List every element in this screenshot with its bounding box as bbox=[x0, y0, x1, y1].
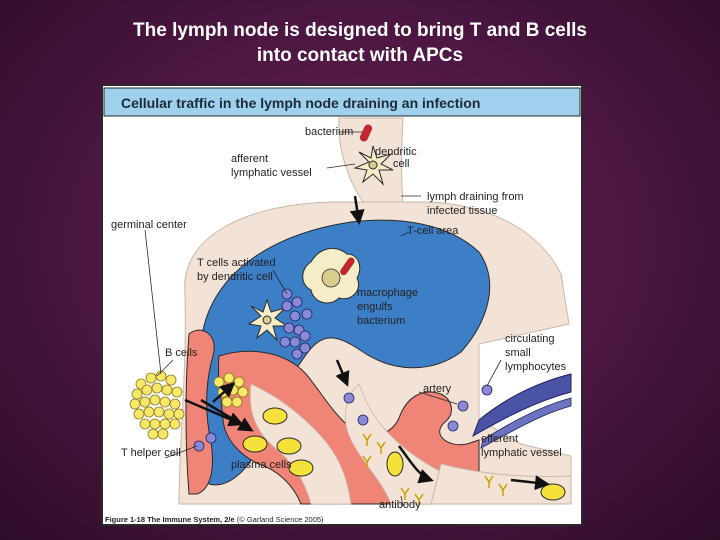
label-afferent-2: lymphatic vessel bbox=[231, 167, 312, 179]
figure-caption: Figure 1-18 The Immune System, 2/e (© Ga… bbox=[105, 515, 324, 524]
figure-caption-bold: Figure 1-18 The Immune System, 2/e bbox=[105, 515, 235, 524]
label-artery: artery bbox=[423, 383, 452, 395]
artery bbox=[472, 373, 572, 438]
lymph-node-figure: Cellular traffic in the lymph node drain… bbox=[101, 84, 583, 526]
label-t-cells-activated-1: T cells activated bbox=[197, 257, 276, 269]
label-antibody: antibody bbox=[379, 499, 421, 511]
efferent-lymphatic-vessel bbox=[430, 463, 572, 505]
label-dendritic-cell-1: dendritic bbox=[375, 146, 417, 158]
label-macrophage-3: bacterium bbox=[357, 315, 405, 327]
label-macrophage-1: macrophage bbox=[357, 287, 418, 299]
figure-title-bar bbox=[103, 87, 581, 117]
bacterium bbox=[359, 124, 373, 142]
t-cell-cluster bbox=[279, 288, 313, 360]
artery-inner bbox=[480, 397, 572, 449]
label-dendritic-cell-2: cell bbox=[393, 158, 410, 170]
lymph-node-diagram: Cellular traffic in the lymph node drain… bbox=[101, 84, 583, 526]
label-plasma-cells: plasma cells bbox=[231, 459, 292, 471]
label-b-cells: B cells bbox=[165, 347, 198, 359]
label-t-cells-activated-2: by dendritic cell bbox=[197, 271, 273, 283]
slide-title-line-1: The lymph node is designed to bring T an… bbox=[133, 20, 587, 41]
t-helper-cell-2 bbox=[205, 432, 217, 444]
dendritic-cell bbox=[353, 145, 394, 186]
label-afferent-1: afferent bbox=[231, 153, 268, 165]
macrophage bbox=[302, 247, 361, 304]
label-efferent-1: efferent bbox=[481, 433, 518, 445]
label-lymph-draining-2: infected tissue bbox=[427, 205, 497, 217]
plasma-cells bbox=[242, 407, 566, 501]
slide-title-line-2: into contact with APCs bbox=[256, 45, 464, 66]
antibodies bbox=[362, 433, 508, 506]
figure-title: Cellular traffic in the lymph node drain… bbox=[121, 95, 480, 111]
circulating-lymphocytes bbox=[343, 384, 493, 432]
t-helper-cell bbox=[193, 440, 205, 452]
label-lymph-draining-1: lymph draining from bbox=[427, 191, 524, 203]
figure-caption-rest: (© Garland Science 2005) bbox=[235, 515, 324, 524]
label-efferent-2: lymphatic vessel bbox=[481, 447, 562, 459]
flow-arrows bbox=[184, 195, 550, 491]
label-macrophage-2: engulfs bbox=[357, 301, 393, 313]
label-t-helper-cell: T helper cell bbox=[121, 447, 181, 459]
label-circulating-1: circulating bbox=[505, 333, 555, 345]
label-circulating-2: small bbox=[505, 347, 531, 359]
label-bacterium: bacterium bbox=[305, 126, 353, 138]
label-t-cell-area: T-cell area bbox=[407, 225, 459, 237]
slide-title: The lymph node is designed to bring T an… bbox=[0, 18, 720, 68]
label-circulating-3: lymphocytes bbox=[505, 361, 567, 373]
follicle-left bbox=[185, 329, 215, 495]
label-germinal-center: germinal center bbox=[111, 219, 187, 231]
b-cell-cluster bbox=[129, 370, 185, 440]
leader-lines bbox=[144, 131, 502, 507]
